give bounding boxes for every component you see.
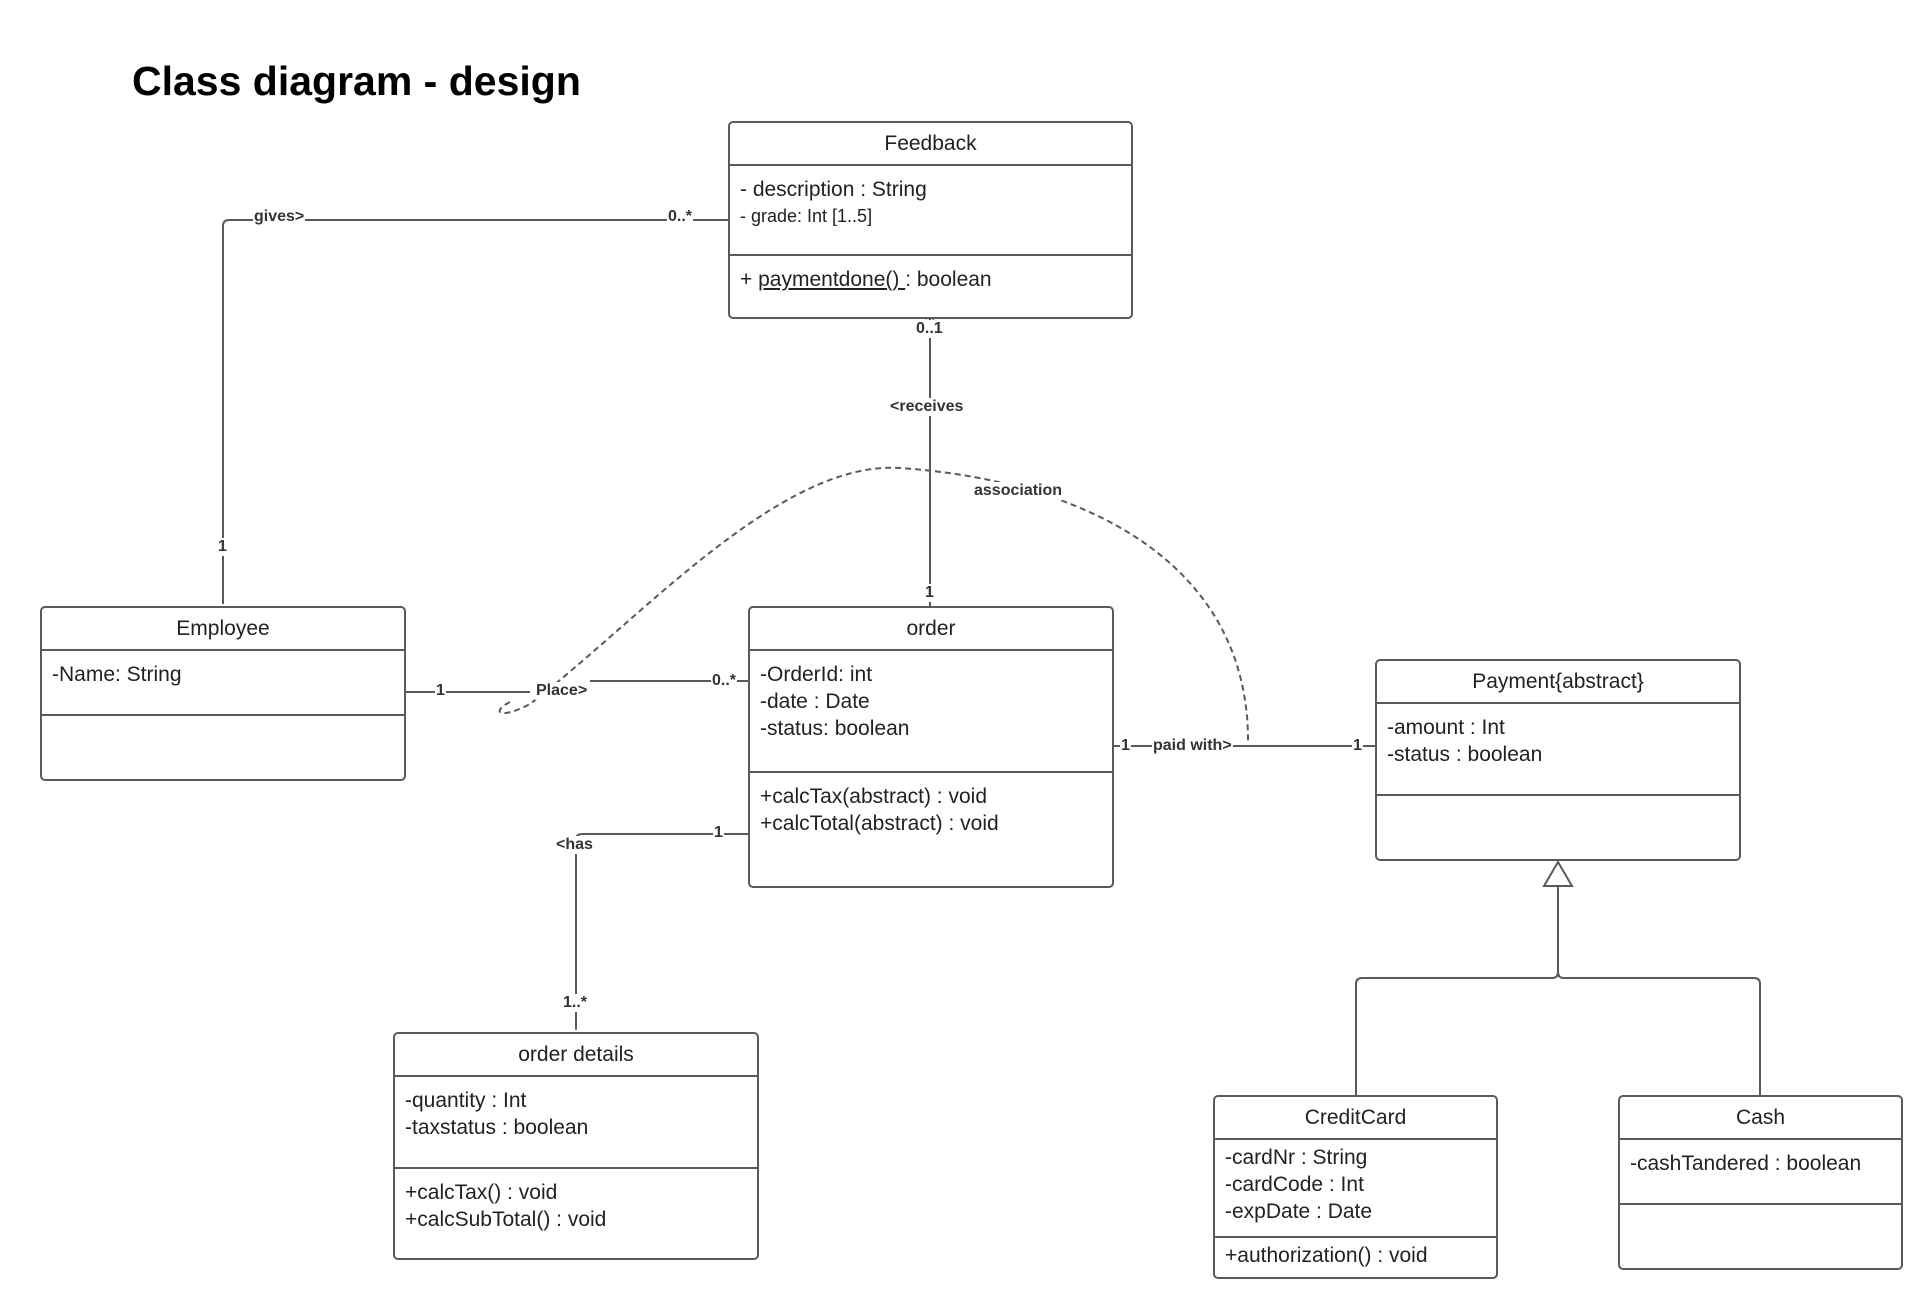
operation: +calcSubTotal() : void — [405, 1208, 607, 1231]
association-dashed-curve — [498, 466, 1250, 745]
attribute: - grade: Int [1..5] — [740, 206, 873, 226]
attribute: -cardNr : String — [1225, 1146, 1368, 1169]
class-cash-attributes: -cashTandered : boolean — [1620, 1140, 1901, 1205]
class-order-details[interactable]: order details -quantity : Int -taxstatus… — [393, 1032, 759, 1260]
generalization-arrowhead — [1542, 860, 1574, 887]
gives-label: gives> — [253, 208, 306, 226]
operation: +calcTax(abstract) : void — [760, 785, 988, 808]
has-label: <has — [555, 836, 594, 854]
class-payment[interactable]: Payment{abstract} -amount : Int -status … — [1375, 659, 1741, 861]
attribute: -quantity : Int — [405, 1089, 527, 1112]
operation: +calcTax() : void — [405, 1181, 558, 1204]
class-cash-name: Cash — [1620, 1097, 1901, 1140]
class-credit-card-operations: +authorization() : void — [1215, 1238, 1496, 1269]
has-connector — [575, 833, 748, 1030]
class-credit-card-name: CreditCard — [1215, 1097, 1496, 1140]
place-multiplicity-end: 0..* — [711, 672, 738, 690]
has-multiplicity-start: 1 — [713, 824, 724, 842]
attribute: - description : String — [740, 178, 927, 201]
class-order-details-attributes: -quantity : Int -taxstatus : boolean — [395, 1077, 757, 1169]
class-order-details-operations: +calcTax() : void +calcSubTotal() : void — [395, 1169, 757, 1233]
class-feedback-attributes: - description : String - grade: Int [1..… — [730, 166, 1131, 256]
class-credit-card-attributes: -cardNr : String -cardCode : Int -expDat… — [1215, 1140, 1496, 1238]
class-order-details-name: order details — [395, 1034, 757, 1077]
class-employee-attributes: -Name: String — [42, 651, 404, 716]
class-payment-name: Payment{abstract} — [1377, 661, 1739, 704]
attribute: -OrderId: int — [760, 663, 873, 686]
class-feedback-operations: + paymentdone() : boolean — [730, 256, 1131, 293]
gives-connector — [222, 219, 728, 604]
attribute: -amount : Int — [1387, 716, 1505, 739]
class-employee-operations — [42, 716, 404, 726]
class-employee[interactable]: Employee -Name: String — [40, 606, 406, 781]
gives-multiplicity-start: 1 — [217, 538, 228, 556]
attribute: -date : Date — [760, 690, 870, 713]
operation: +authorization() : void — [1225, 1244, 1428, 1267]
has-multiplicity-end: 1..* — [562, 994, 589, 1012]
class-order-name: order — [750, 608, 1112, 651]
class-order[interactable]: order -OrderId: int -date : Date -status… — [748, 606, 1114, 888]
class-cash-operations — [1620, 1205, 1901, 1215]
gives-multiplicity-end: 0..* — [667, 208, 694, 226]
attribute: -Name: String — [52, 663, 182, 686]
class-feedback-name: Feedback — [730, 123, 1131, 166]
attribute: -status : boolean — [1387, 743, 1543, 766]
paid-with-multiplicity-end: 1 — [1352, 737, 1363, 755]
attribute: -cardCode : Int — [1225, 1173, 1364, 1196]
receives-multiplicity-start: 0..1 — [915, 320, 944, 338]
class-payment-operations — [1377, 796, 1739, 806]
association-note-label: association — [973, 482, 1064, 500]
paid-with-label: paid with> — [1152, 737, 1233, 755]
class-order-attributes: -OrderId: int -date : Date -status: bool… — [750, 651, 1112, 773]
class-payment-attributes: -amount : Int -status : boolean — [1377, 704, 1739, 796]
place-multiplicity-start: 1 — [435, 682, 446, 700]
receives-multiplicity-end: 1 — [924, 584, 935, 602]
class-feedback[interactable]: Feedback - description : String - grade:… — [728, 121, 1133, 319]
generalization-connector — [1355, 885, 1761, 1095]
diagram-title: Class diagram - design — [132, 58, 581, 104]
place-label: Place> — [535, 682, 589, 700]
class-cash[interactable]: Cash -cashTandered : boolean — [1618, 1095, 1903, 1270]
class-employee-name: Employee — [42, 608, 404, 651]
operation: +calcTotal(abstract) : void — [760, 812, 999, 835]
paid-with-multiplicity-start: 1 — [1120, 737, 1131, 755]
receives-label: <receives — [889, 398, 965, 416]
class-credit-card[interactable]: CreditCard -cardNr : String -cardCode : … — [1213, 1095, 1498, 1279]
class-order-operations: +calcTax(abstract) : void +calcTotal(abs… — [750, 773, 1112, 837]
operation: + paymentdone() : boolean — [740, 268, 992, 291]
attribute: -status: boolean — [760, 717, 910, 740]
attribute: -cashTandered : boolean — [1630, 1152, 1862, 1175]
attribute: -expDate : Date — [1225, 1200, 1373, 1223]
attribute: -taxstatus : boolean — [405, 1116, 589, 1139]
